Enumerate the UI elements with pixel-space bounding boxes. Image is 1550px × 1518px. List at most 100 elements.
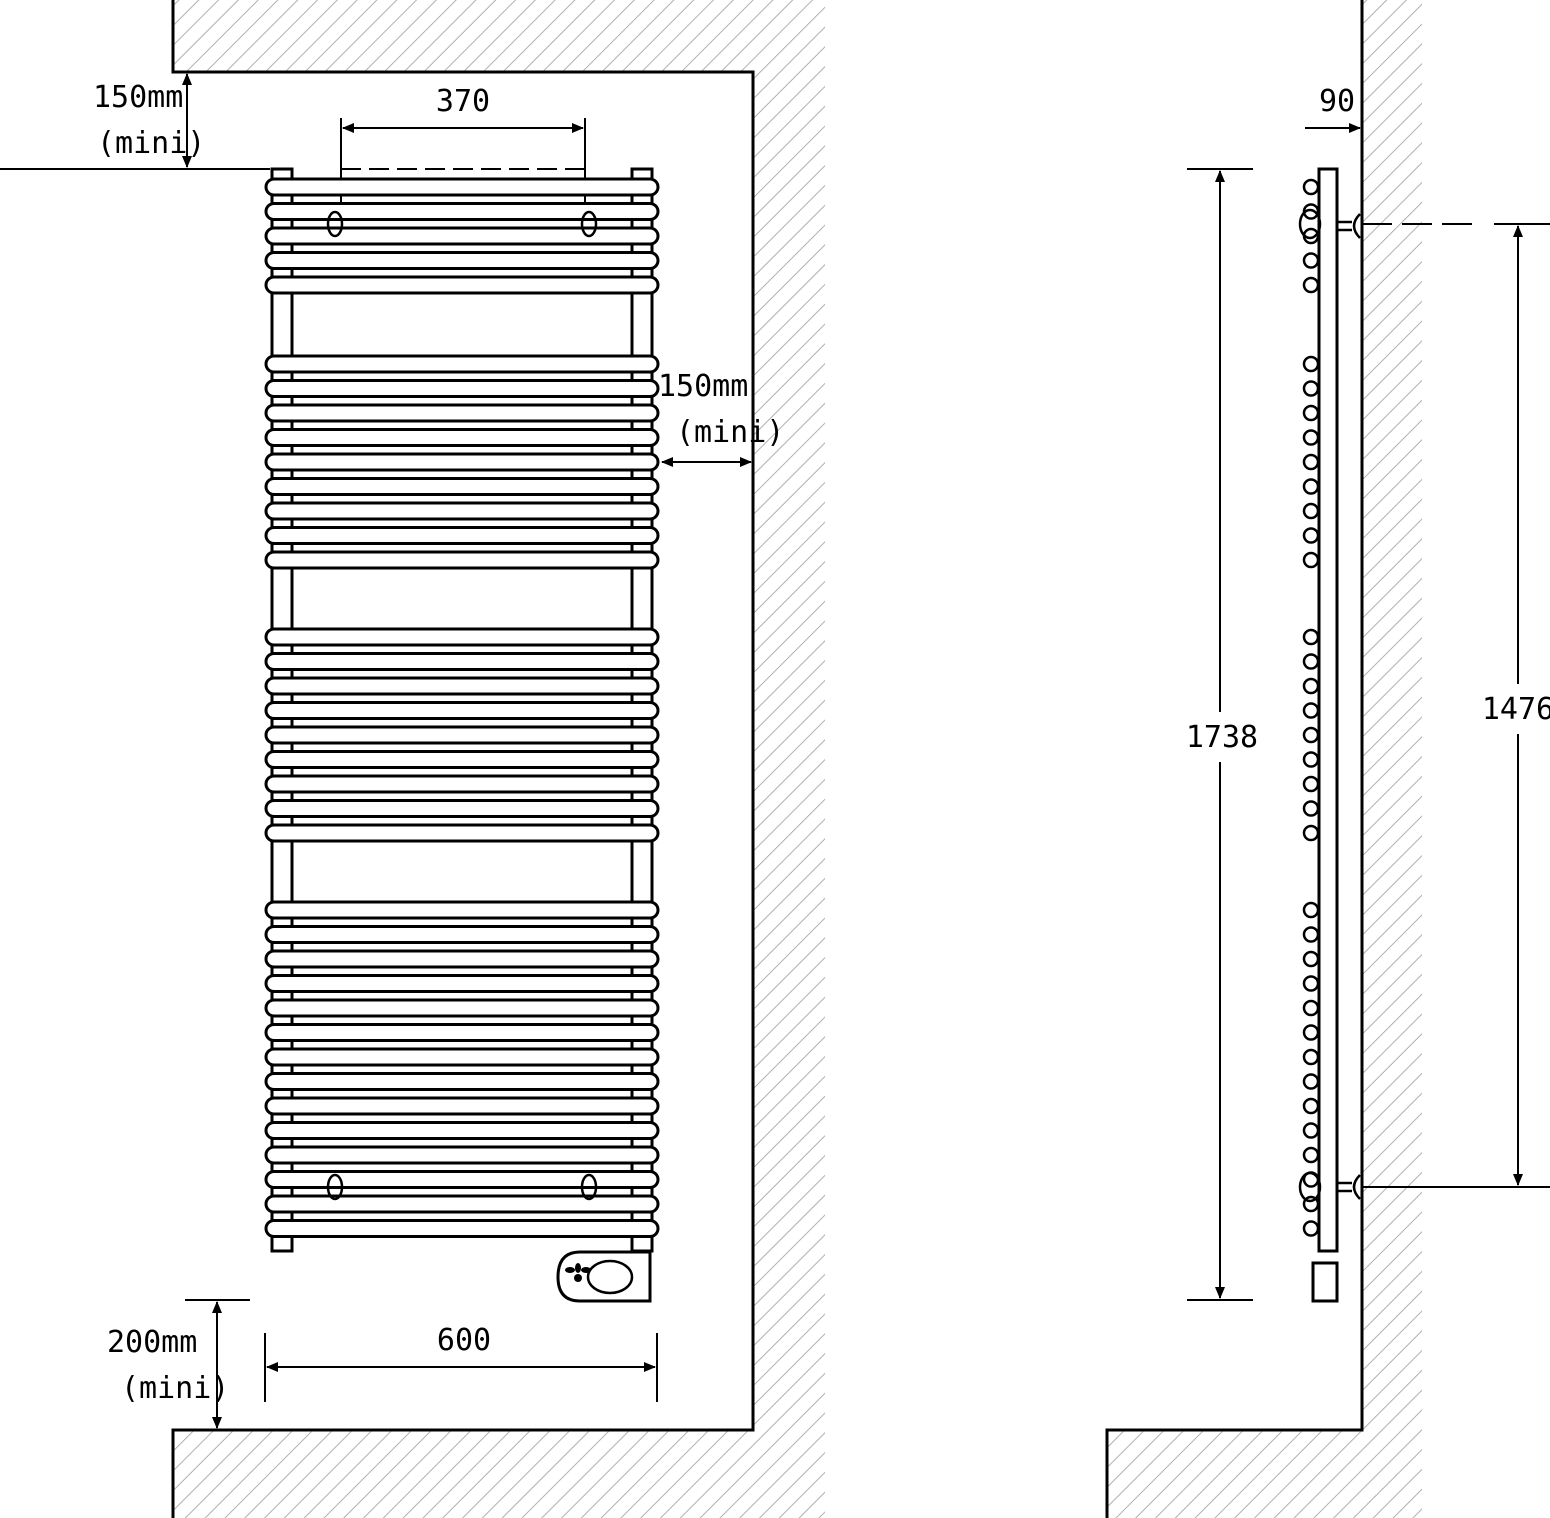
- towel-bars-front: [264, 177, 660, 1238]
- overall-height-dimension: 1738: [1186, 168, 1258, 1301]
- overall-width-dimension: 600: [264, 1323, 658, 1402]
- towel-bar-section: [1302, 1073, 1320, 1090]
- towel-bar: [264, 354, 660, 374]
- towel-bar-section: [1302, 926, 1320, 943]
- towel-bar-section: [1302, 950, 1320, 968]
- towel-bar-section: [1302, 775, 1320, 793]
- towel-bar: [264, 1219, 660, 1238]
- depth-label: 90: [1319, 84, 1355, 119]
- radiator-front-view: [264, 167, 660, 1303]
- towel-bar-section: [1302, 751, 1320, 768]
- towel-bar-section: [1302, 726, 1320, 744]
- bottom-clearance-value: 200mm: [107, 1325, 197, 1360]
- towel-bar: [264, 652, 660, 671]
- towel-bar-section: [1302, 404, 1320, 422]
- radiator-side-view: [1298, 167, 1361, 1303]
- front-wall-hatching: [173, 0, 825, 1518]
- towel-bar: [264, 202, 660, 221]
- towel-bar: [264, 701, 660, 720]
- towel-bar: [264, 1023, 660, 1042]
- towel-bar: [264, 900, 660, 920]
- towel-bar-section: [1302, 478, 1320, 495]
- towel-bar: [264, 1096, 660, 1116]
- towel-bar: [264, 725, 660, 745]
- towel-bar: [264, 998, 660, 1018]
- towel-bar: [264, 452, 660, 472]
- fixing-height-label: 1476: [1482, 692, 1550, 727]
- depth-dimension: 90: [1305, 84, 1361, 133]
- towel-bar: [264, 1047, 660, 1067]
- towel-bar-section: [1302, 1122, 1320, 1139]
- side-clearance-note: (mini): [676, 415, 784, 450]
- towel-bar-section: [1302, 1097, 1320, 1115]
- fixing-spacing-label: 370: [436, 84, 490, 119]
- towel-bar-section: [1302, 380, 1320, 397]
- towel-bar: [264, 379, 660, 398]
- towel-bar-section: [1302, 999, 1320, 1017]
- towel-bar: [264, 774, 660, 794]
- fixing-spacing-dimension: 370: [340, 84, 592, 215]
- towel-bar: [264, 1072, 660, 1091]
- towel-bar: [264, 428, 660, 447]
- towel-bar-section: [1302, 178, 1320, 196]
- towel-bar-section: [1302, 429, 1320, 446]
- top-clearance-note: (mini): [97, 126, 205, 161]
- towel-bar-section: [1302, 1220, 1320, 1237]
- towel-bar-section: [1302, 653, 1320, 670]
- towel-bar: [264, 974, 660, 993]
- towel-bar-section: [1302, 824, 1320, 842]
- towel-bar: [264, 627, 660, 647]
- towel-bar-section: [1302, 628, 1320, 646]
- bottom-clearance-dimension: 200mm (mini): [107, 1299, 250, 1429]
- towel-bar: [264, 750, 660, 769]
- towel-bar: [264, 226, 660, 246]
- bottom-clearance-note: (mini): [121, 1371, 229, 1406]
- towel-bar-section: [1302, 1146, 1320, 1164]
- towel-bar-section: [1302, 355, 1320, 373]
- towel-bar-section: [1302, 1024, 1320, 1041]
- towel-bar-section: [1302, 527, 1320, 544]
- towel-bar-section: [1302, 551, 1320, 569]
- towel-bar: [264, 177, 660, 197]
- towel-bar: [264, 1170, 660, 1189]
- towel-bars-side: [1302, 178, 1320, 1237]
- towel-bar-section: [1302, 453, 1320, 471]
- towel-bar: [264, 949, 660, 969]
- bracket-centre-lines: [1362, 223, 1550, 1188]
- towel-bar: [264, 275, 660, 295]
- towel-bar: [264, 477, 660, 496]
- towel-bar-section: [1302, 502, 1320, 520]
- side-clearance-dimension: 150mm (mini): [658, 369, 784, 467]
- side-clearance-value: 150mm: [658, 369, 748, 404]
- towel-bar-section: [1302, 252, 1320, 269]
- thermostat-symbol-icon: [565, 1263, 591, 1282]
- towel-bar: [264, 403, 660, 423]
- side-wall-hatching: [1107, 0, 1422, 1518]
- towel-bar-section: [1302, 901, 1320, 919]
- towel-bar: [264, 550, 660, 570]
- towel-bar: [264, 676, 660, 696]
- towel-bar: [264, 501, 660, 521]
- towel-bar: [264, 1145, 660, 1165]
- towel-bar: [264, 251, 660, 270]
- towel-bar: [264, 925, 660, 944]
- towel-bar: [264, 1194, 660, 1214]
- towel-bar: [264, 1121, 660, 1140]
- towel-bar-section: [1302, 677, 1320, 695]
- overall-width-label: 600: [437, 1323, 491, 1358]
- side-wall: [1105, 0, 1422, 1518]
- top-clearance-dimension: 150mm (mini): [0, 73, 270, 170]
- towel-bar: [264, 526, 660, 545]
- wall-brackets-side: [1298, 208, 1361, 1203]
- front-wall-niche: [171, 0, 825, 1518]
- control-unit-side: [1311, 1261, 1339, 1303]
- towel-bar-section: [1302, 1048, 1320, 1066]
- fixing-brackets-front: [326, 210, 598, 1201]
- towel-bar-section: [1302, 800, 1320, 817]
- fixing-height-dimension: 1476: [1482, 225, 1550, 1186]
- top-clearance-value: 150mm: [93, 80, 183, 115]
- towel-bar-section: [1302, 975, 1320, 992]
- towel-bar-section: [1302, 702, 1320, 719]
- towel-bar: [264, 799, 660, 818]
